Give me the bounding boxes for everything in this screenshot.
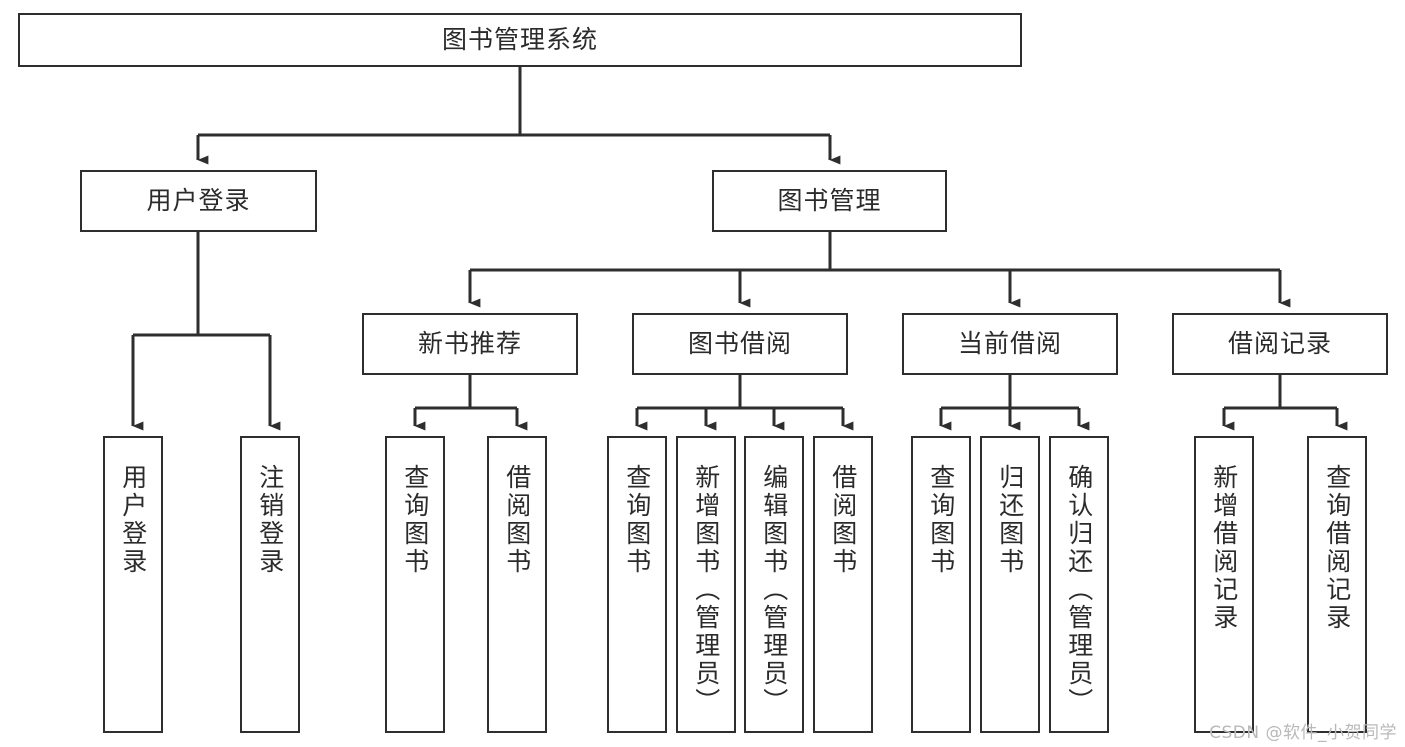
node-label: 图书管理 <box>777 186 882 216</box>
node-label: 用户登录 <box>146 186 251 216</box>
node-borrow-records[interactable]: 借阅记录 <box>1172 313 1388 375</box>
node-label: 借阅记录 <box>1227 329 1332 359</box>
leaf-confirm-return-admin[interactable]: 确认归还（管理员） <box>1049 436 1109 733</box>
node-current-borrow[interactable]: 当前借阅 <box>902 313 1118 375</box>
leaf-borrow-book[interactable]: 借阅图书 <box>813 436 873 733</box>
node-book-management[interactable]: 图书管理 <box>712 170 947 232</box>
leaf-add-borrow-record[interactable]: 新增借阅记录 <box>1194 436 1254 733</box>
leaf-label: 查询图书 <box>400 464 430 576</box>
leaf-label: 查询借阅记录 <box>1322 464 1352 632</box>
leaf-query-borrow-record[interactable]: 查询借阅记录 <box>1307 436 1367 733</box>
node-label: 当前借阅 <box>957 329 1062 359</box>
leaf-label: 借阅图书 <box>502 464 532 576</box>
leaf-label: 查询图书 <box>622 464 652 576</box>
leaf-borrow-book-recommend[interactable]: 借阅图书 <box>487 436 547 733</box>
leaf-user-login[interactable]: 用户登录 <box>103 436 163 733</box>
leaf-edit-book-admin[interactable]: 编辑图书（管理员） <box>744 436 804 733</box>
leaf-add-book-admin[interactable]: 新增图书（管理员） <box>676 436 736 733</box>
leaf-query-book-borrow[interactable]: 查询图书 <box>607 436 667 733</box>
node-root-book-management-system[interactable]: 图书管理系统 <box>18 13 1022 67</box>
leaf-query-book-recommend[interactable]: 查询图书 <box>385 436 445 733</box>
leaf-label: 新增借阅记录 <box>1209 464 1239 632</box>
leaf-label: 编辑图书（管理员） <box>759 464 789 716</box>
leaf-logout[interactable]: 注销登录 <box>240 436 300 733</box>
leaf-label: 借阅图书 <box>828 464 858 576</box>
leaf-query-book-current[interactable]: 查询图书 <box>911 436 971 733</box>
leaf-label: 确认归还（管理员） <box>1064 464 1094 716</box>
node-user-login[interactable]: 用户登录 <box>80 170 317 232</box>
watermark-csdn: CSDN @软件_小贺同学 <box>1209 723 1397 743</box>
leaf-label: 查询图书 <box>926 464 956 576</box>
node-book-borrow[interactable]: 图书借阅 <box>632 313 848 375</box>
leaf-label: 用户登录 <box>118 464 148 576</box>
leaf-label: 新增图书（管理员） <box>691 464 721 716</box>
leaf-label: 归还图书 <box>995 464 1025 576</box>
node-label: 图书管理系统 <box>441 25 598 55</box>
leaf-return-book[interactable]: 归还图书 <box>980 436 1040 733</box>
node-new-book-recommend[interactable]: 新书推荐 <box>362 313 578 375</box>
node-label: 图书借阅 <box>687 329 792 359</box>
node-label: 新书推荐 <box>417 329 522 359</box>
leaf-label: 注销登录 <box>255 464 285 576</box>
